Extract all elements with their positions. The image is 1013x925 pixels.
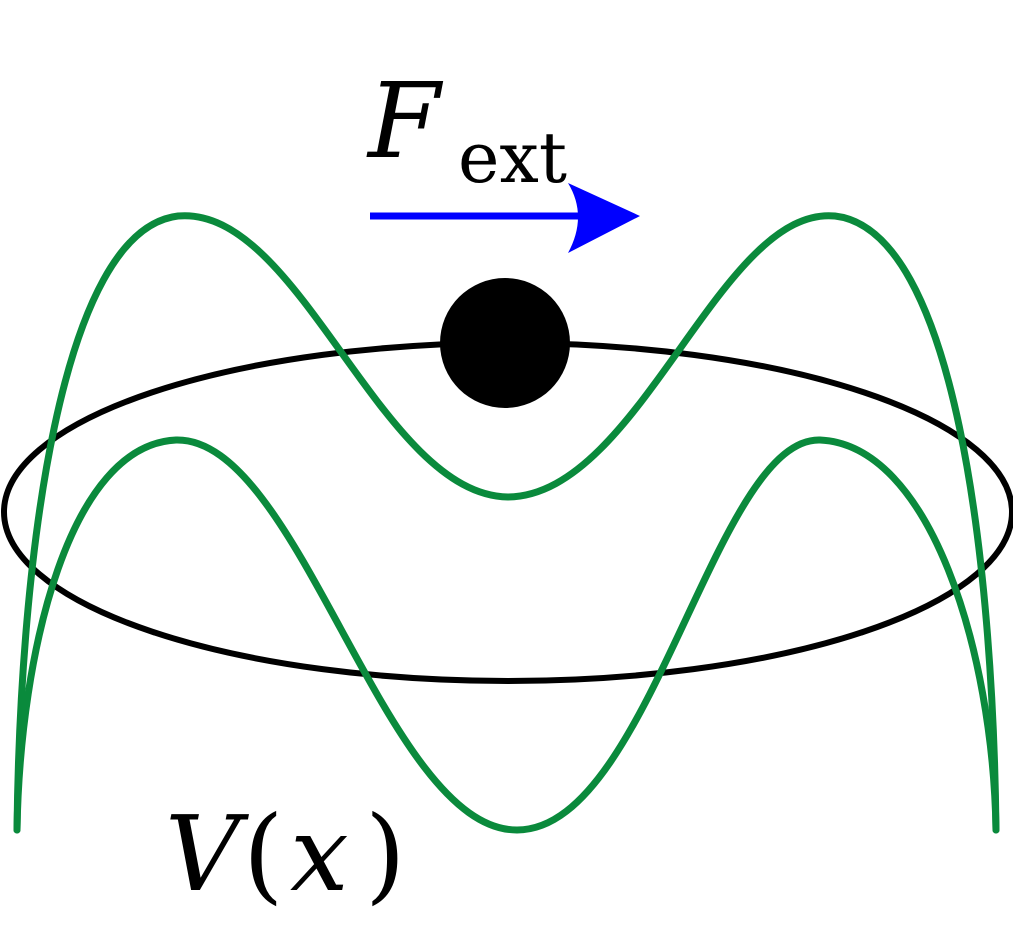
force-subscript: ext: [458, 117, 567, 199]
potential-label: V ( x ): [165, 793, 406, 915]
force-symbol: F: [366, 60, 444, 182]
potential-curve-lower: [13, 436, 1000, 834]
potential-symbol: V: [165, 793, 249, 915]
potential-curve-upper: [13, 212, 1000, 834]
particle: [440, 278, 570, 408]
potential-open-paren: (: [243, 793, 284, 915]
force-label: F ext: [366, 60, 567, 199]
force-arrow-icon: [370, 183, 640, 253]
potential-close-paren: ): [365, 793, 406, 915]
potential-variable: x: [290, 793, 349, 915]
